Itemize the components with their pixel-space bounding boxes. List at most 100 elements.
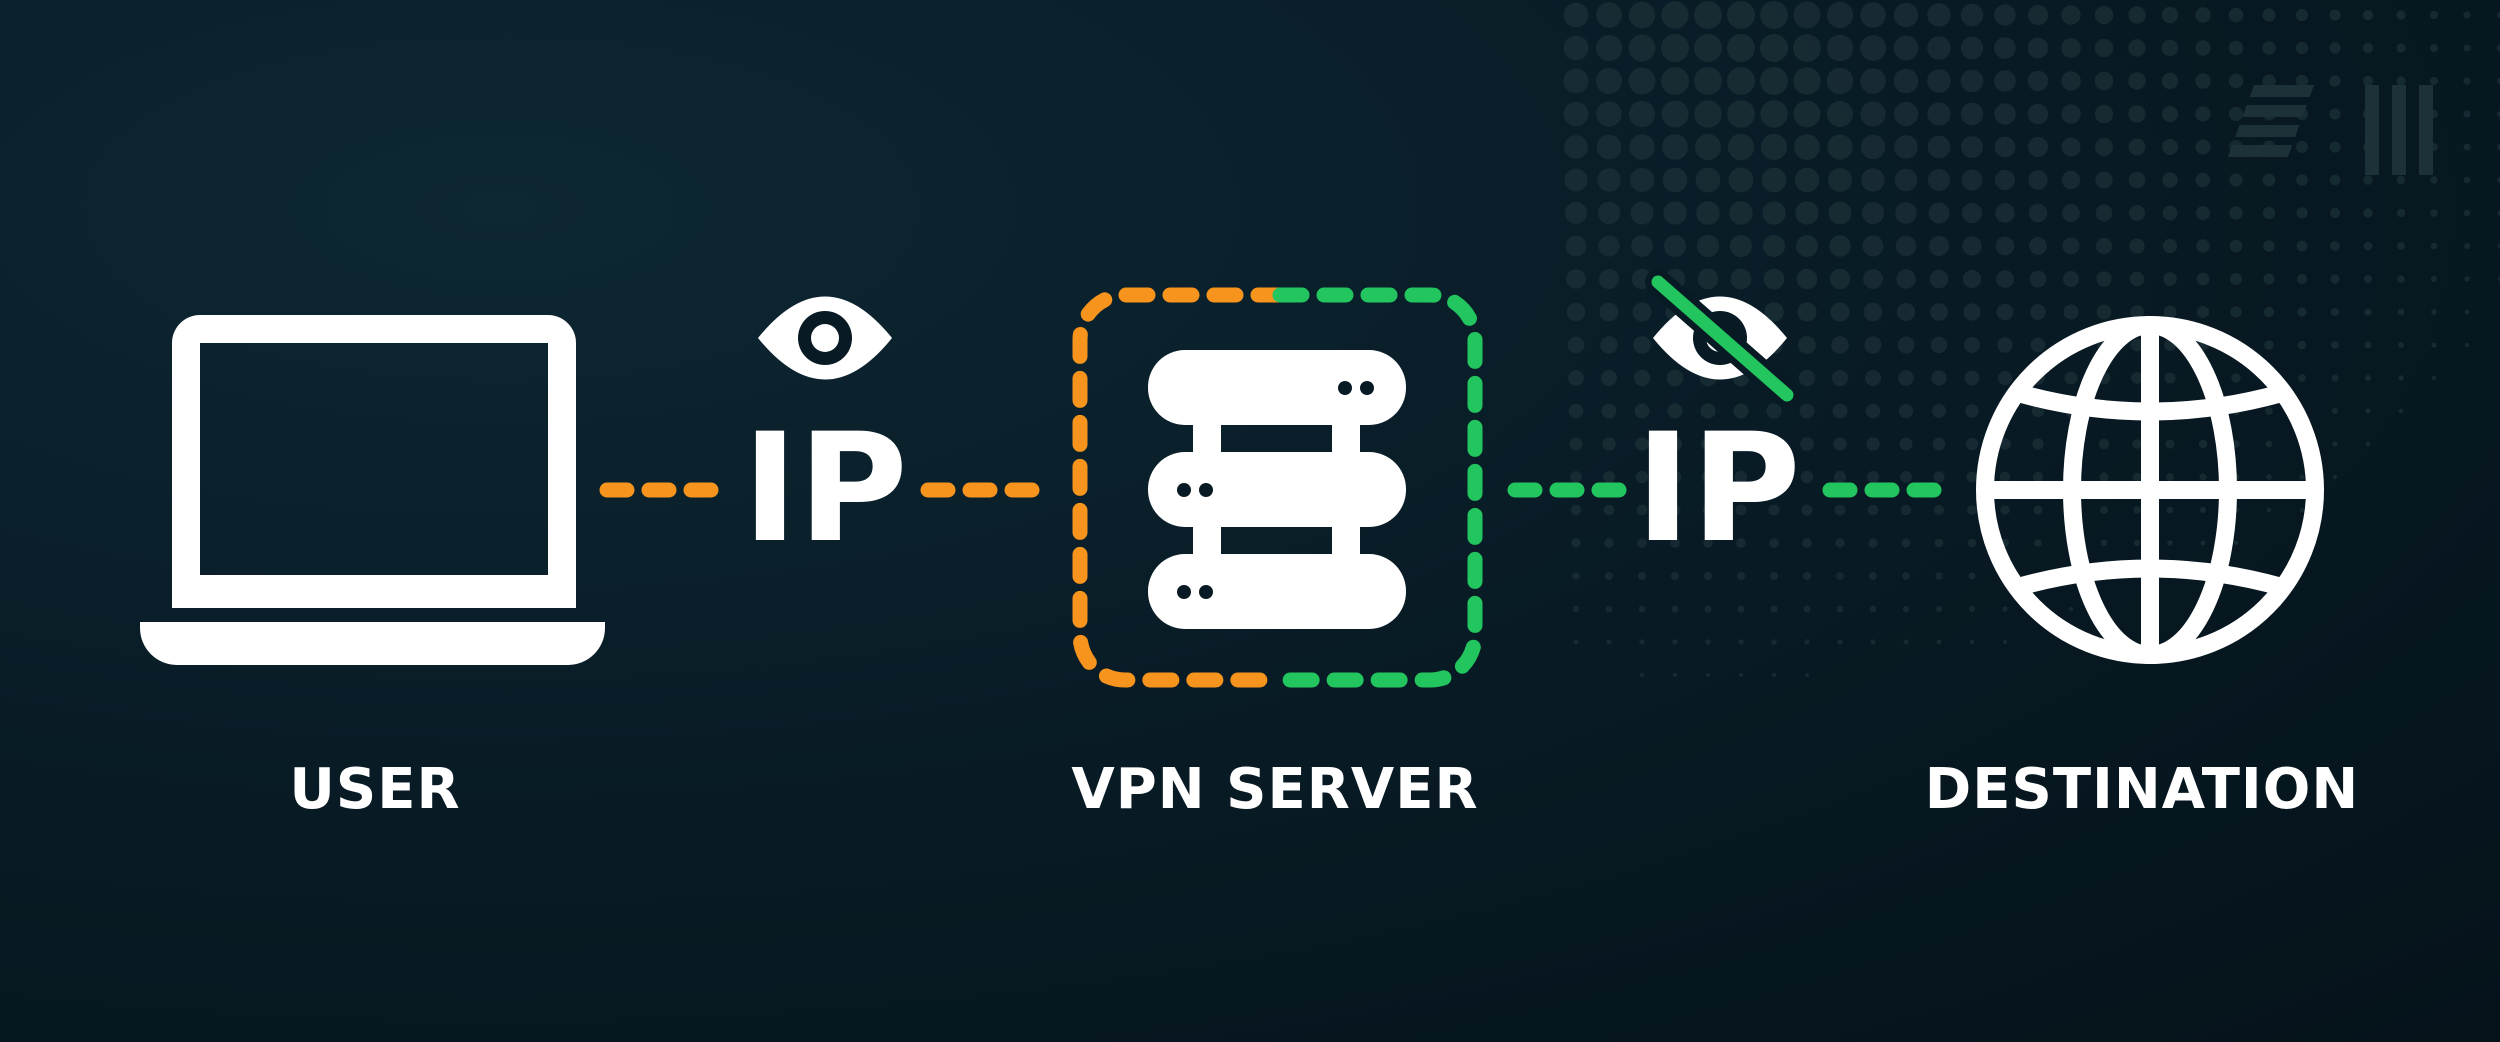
halftone-dot: [2129, 238, 2145, 254]
halftone-dot: [1927, 36, 1951, 60]
halftone-dot: [1666, 369, 1684, 387]
halftone-dot: [2162, 205, 2178, 221]
halftone-dot: [1802, 538, 1812, 548]
right-ip-text: IP: [1635, 402, 1801, 576]
halftone-dot: [2497, 177, 2500, 183]
halftone-dot: [1793, 34, 1821, 62]
halftone-dot: [1569, 437, 1583, 451]
halftone-dot: [2397, 242, 2405, 250]
halftone-dot: [1633, 369, 1651, 387]
halftone-dot: [1563, 2, 1589, 28]
halftone-dot: [2162, 139, 2178, 155]
halftone-dot: [2128, 72, 2146, 90]
halftone-dot: [1761, 167, 1787, 193]
halftone-dot: [1796, 268, 1818, 290]
halftone-dot: [1672, 672, 1678, 678]
halftone-dot: [2431, 375, 2437, 381]
halftone-dot: [1860, 134, 1886, 160]
halftone-dot: [1793, 100, 1821, 128]
halftone-dot: [1694, 100, 1722, 128]
halftone-dot: [2265, 440, 2273, 448]
halftone-dot: [1869, 572, 1877, 580]
halftone-dot: [2028, 203, 2048, 223]
halftone-dot: [1563, 101, 1589, 127]
halftone-dot: [1994, 70, 2016, 92]
halftone-dot: [1769, 571, 1779, 581]
halftone-dot: [1598, 235, 1620, 257]
halftone-dot: [2497, 210, 2500, 216]
halftone-dot: [1997, 337, 2013, 353]
halftone-dot: [2396, 175, 2406, 185]
halftone-dot: [1663, 201, 1687, 225]
halftone-dot: [2396, 208, 2406, 218]
halftone-dot: [1767, 470, 1781, 484]
halftone-dot: [1628, 1, 1656, 29]
halftone-dot: [2230, 273, 2242, 285]
halftone-dot: [2128, 105, 2146, 123]
halftone-dot: [1570, 471, 1582, 483]
halftone-dot: [1900, 471, 1912, 483]
halftone-dot: [1729, 201, 1753, 225]
halftone-dot: [1669, 504, 1681, 516]
halftone-dot: [1960, 102, 1984, 126]
halftone-dot: [2430, 242, 2438, 250]
halftone-dot: [2296, 240, 2308, 252]
halftone-dot: [2429, 76, 2439, 86]
halftone-dot: [1604, 538, 1614, 548]
halftone-dot: [2029, 237, 2047, 255]
halftone-dot: [2497, 111, 2500, 117]
halftone-dot: [1603, 504, 1615, 516]
halftone-dot: [2027, 4, 2049, 26]
halftone-dot: [2329, 207, 2341, 219]
halftone-dot: [1869, 605, 1877, 613]
halftone-dot: [1701, 437, 1715, 451]
halftone-dot: [1903, 639, 1909, 645]
halftone-dot: [1794, 167, 1820, 193]
halftone-dot: [1860, 35, 1886, 61]
user-label: USER: [289, 757, 460, 822]
halftone-dot: [1668, 470, 1682, 484]
halftone-dot: [1927, 69, 1951, 93]
halftone-dot: [1605, 572, 1613, 580]
halftone-dot: [1934, 538, 1944, 548]
halftone-dot: [2396, 43, 2406, 53]
halftone-dot: [1606, 639, 1612, 645]
halftone-dot: [2397, 308, 2405, 316]
halftone-dot: [2095, 138, 2113, 156]
halftone-dot: [2430, 209, 2438, 217]
halftone-dot: [2331, 341, 2339, 349]
halftone-dot: [1868, 538, 1878, 548]
halftone-dot: [1601, 370, 1617, 386]
halftone-dot: [2463, 143, 2471, 151]
halftone-dot: [2496, 11, 2500, 19]
halftone-dot: [1793, 1, 1821, 29]
halftone-dot: [2195, 7, 2211, 23]
halftone-dot: [2063, 271, 2079, 287]
halftone-dot: [2463, 176, 2471, 184]
halftone-dot: [2132, 439, 2142, 449]
halftone-dot: [1601, 403, 1617, 419]
halftone-dot: [1640, 673, 1644, 677]
halftone-dot: [2129, 271, 2145, 287]
halftone-dot: [2196, 206, 2210, 220]
halftone-dot: [1931, 370, 1947, 386]
halftone-dot: [2264, 340, 2274, 350]
halftone-dot: [2228, 7, 2244, 23]
halftone-dot: [1566, 302, 1586, 322]
halftone-dot: [2199, 506, 2207, 514]
halftone-dot: [2166, 473, 2174, 481]
halftone-dot: [1639, 639, 1645, 645]
halftone-dot: [1867, 471, 1879, 483]
halftone-dot: [1568, 370, 1584, 386]
halftone-dot: [2296, 174, 2308, 186]
halftone-dot: [1996, 270, 2014, 288]
halftone-dot: [2195, 73, 2211, 89]
halftone-dot: [2365, 441, 2371, 447]
halftone-dot: [1836, 572, 1844, 580]
halftone-dot: [2297, 340, 2307, 350]
halftone-dot: [1605, 605, 1613, 613]
halftone-dot: [1738, 672, 1744, 678]
halftone-dot: [2200, 540, 2206, 546]
halftone-dot: [1596, 134, 1622, 160]
